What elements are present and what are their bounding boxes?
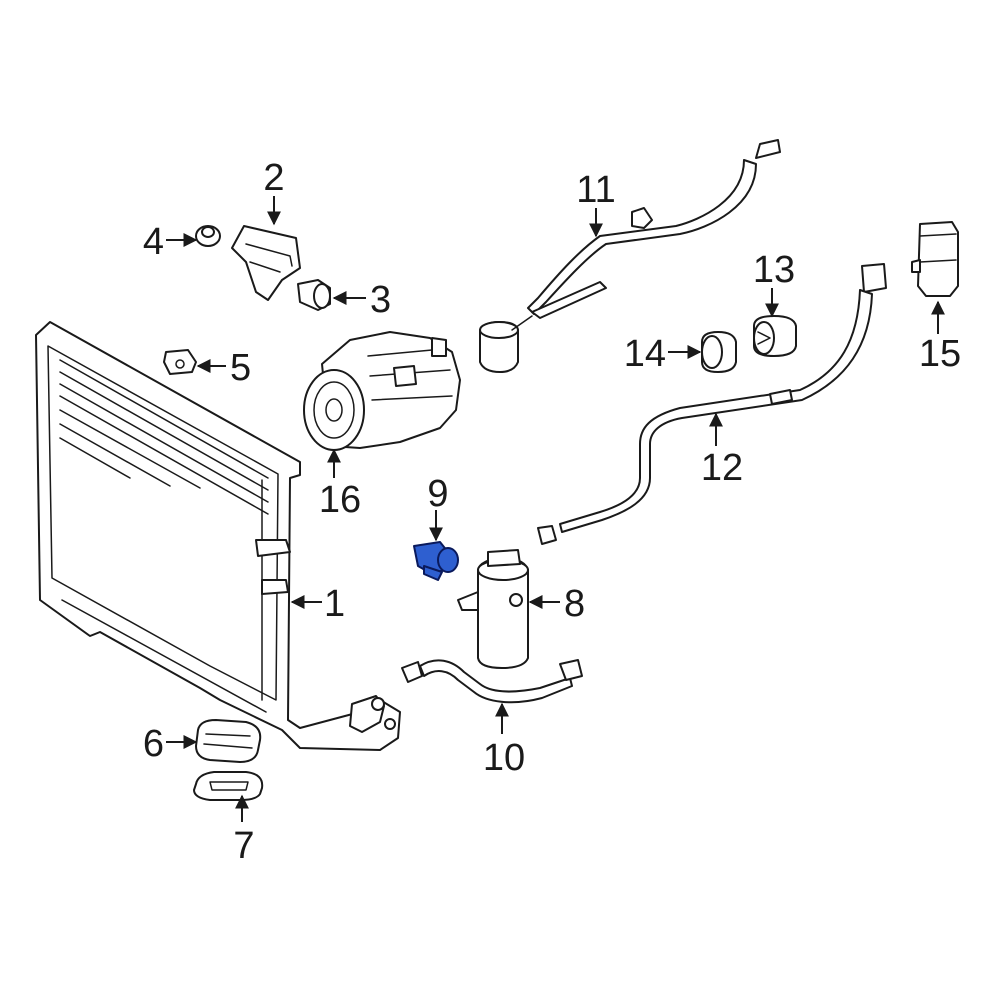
part-14-bushing[interactable] <box>701 331 737 373</box>
part-8-receiver-drier[interactable] <box>457 549 529 669</box>
part-4-grommet[interactable] <box>195 225 221 247</box>
callout-3: 3 <box>370 279 391 321</box>
part-3-pressure-sensor[interactable] <box>297 279 331 311</box>
callout-2: 2 <box>263 157 284 199</box>
leader-lines <box>166 196 945 822</box>
callout-12: 12 <box>701 447 743 489</box>
callout-9: 9 <box>427 473 448 515</box>
part-11-hose[interactable] <box>479 139 781 373</box>
part-1-condenser[interactable] <box>35 321 401 751</box>
callout-5: 5 <box>230 347 251 389</box>
part-5-clip[interactable] <box>163 349 197 375</box>
part-12-line[interactable] <box>537 263 887 545</box>
callout-8: 8 <box>564 583 585 625</box>
part-10-pipe[interactable] <box>401 659 583 704</box>
part-9-pressure-switch[interactable] <box>413 541 459 581</box>
callout-10: 10 <box>483 737 525 779</box>
callout-4: 4 <box>143 221 164 263</box>
part-7-insulator[interactable] <box>193 771 264 801</box>
callout-6: 6 <box>143 723 164 765</box>
callout-14: 14 <box>624 333 666 375</box>
callout-1: 1 <box>324 583 345 625</box>
callout-labels: 1 2 3 4 5 6 7 8 9 10 11 12 13 14 15 16 <box>143 157 961 867</box>
part-13-seal[interactable] <box>753 315 797 357</box>
callout-7: 7 <box>233 825 254 867</box>
callout-16: 16 <box>319 479 361 521</box>
callout-13: 13 <box>753 249 795 291</box>
part-2-bracket[interactable] <box>231 225 301 301</box>
part-15-expansion-valve[interactable] <box>911 221 959 297</box>
part-16-compressor[interactable] <box>303 331 461 451</box>
part-6-insulator[interactable] <box>195 719 262 763</box>
callout-15: 15 <box>919 333 961 375</box>
callout-11: 11 <box>576 169 615 211</box>
